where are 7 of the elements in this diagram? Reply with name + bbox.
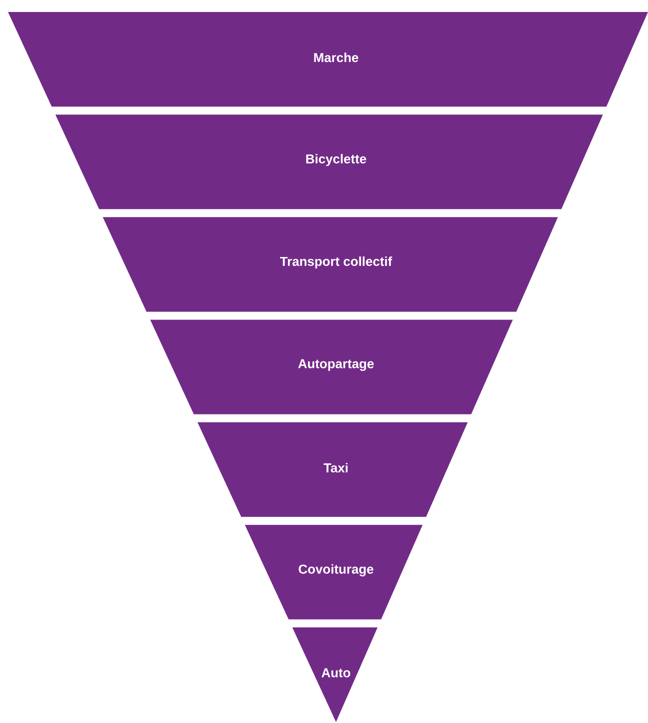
pyramid-band: Autopartage	[150, 320, 513, 414]
pyramid-band: Auto	[292, 627, 378, 722]
pyramid-band: Transport collectif	[102, 217, 558, 312]
pyramid-band: Marche	[8, 12, 648, 107]
pyramid-band: Taxi	[198, 422, 468, 517]
pyramid-band: Covoiturage	[244, 524, 423, 620]
pyramid-band: Bicyclette	[55, 114, 603, 210]
